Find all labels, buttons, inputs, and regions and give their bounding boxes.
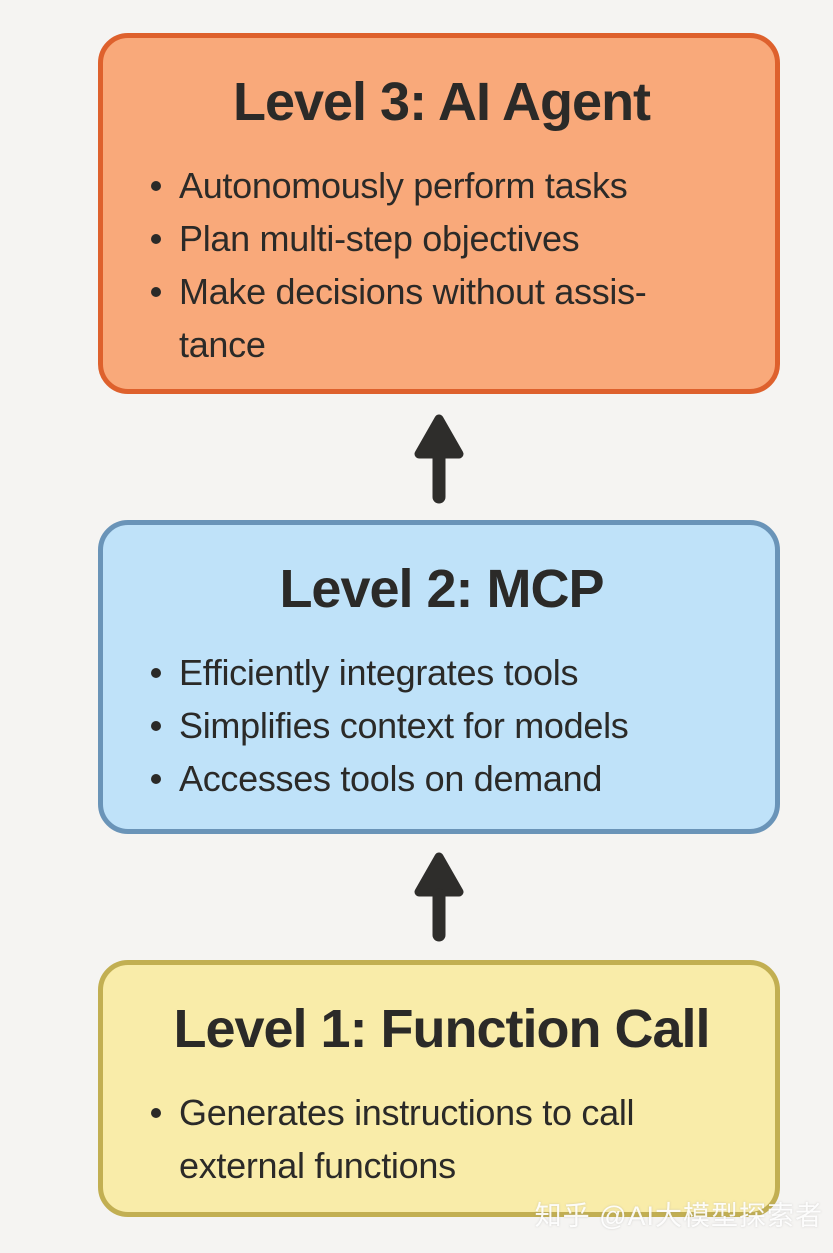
bullet-item: Efficiently integrates tools bbox=[148, 646, 735, 699]
level-2-title: Level 2: MCP bbox=[279, 559, 604, 619]
up-arrow-icon bbox=[407, 847, 471, 943]
level-1-bullet-list: Generates instructions to call external … bbox=[148, 1086, 735, 1192]
level-1-title: Level 1: Function Call bbox=[173, 999, 710, 1059]
up-arrow-icon bbox=[407, 409, 471, 505]
level-3-title: Level 3: AI Agent bbox=[232, 72, 651, 132]
level-3-box: Level 3: AI Agent Autonomously perform t… bbox=[98, 33, 780, 394]
bullet-item: Autonomously perform tasks bbox=[148, 159, 735, 212]
level-2-bullet-list: Efficiently integrates tools Simplifies … bbox=[148, 646, 735, 805]
level-3-bullet-list: Autonomously perform tasks Plan multi-st… bbox=[148, 159, 735, 371]
bullet-item: Simplifies context for models bbox=[148, 699, 735, 752]
watermark: 知乎 @AI大模型探索者 bbox=[534, 1201, 823, 1231]
bullet-item: Make decisions without assis- tance bbox=[148, 265, 735, 371]
level-1-box: Level 1: Function Call Generates instruc… bbox=[98, 960, 780, 1217]
bullet-item: Plan multi-step objectives bbox=[148, 212, 735, 265]
level-2-box: Level 2: MCP Efficiently integrates tool… bbox=[98, 520, 780, 834]
bullet-item: Accesses tools on demand bbox=[148, 752, 735, 805]
bullet-item: Generates instructions to call external … bbox=[148, 1086, 735, 1192]
